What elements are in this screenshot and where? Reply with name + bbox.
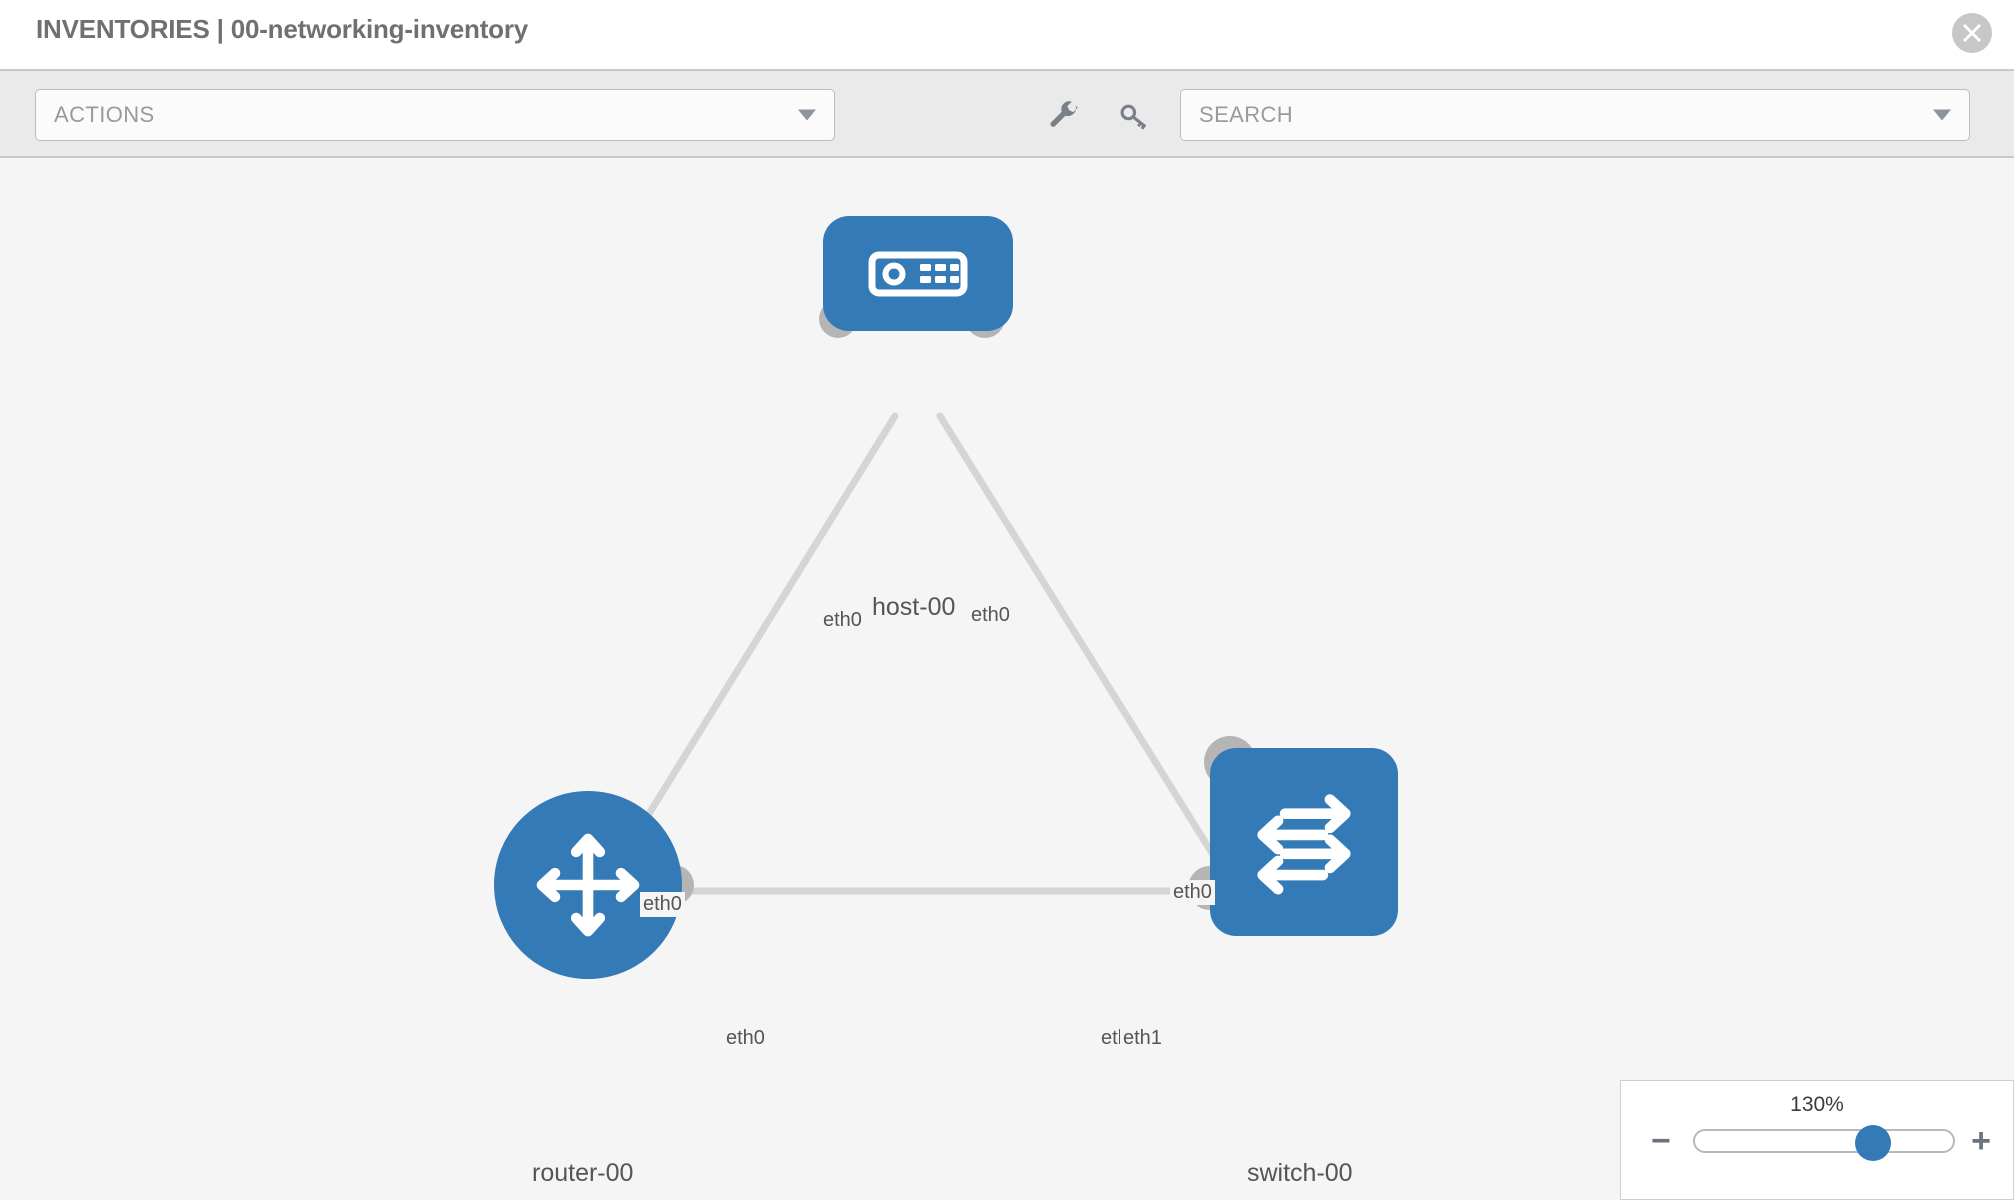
zoom-slider-thumb[interactable]	[1855, 1125, 1891, 1161]
edge-label-switch00-to-host: eth0	[1170, 880, 1215, 905]
zoom-level-value: 130%	[1790, 1093, 1844, 1116]
router-node-shape[interactable]	[494, 791, 682, 979]
topology-node-label-host-00: host-00	[868, 592, 960, 623]
topology-node-router-00[interactable]	[494, 791, 694, 979]
topology-node-host-00[interactable]	[819, 216, 1013, 338]
topology-canvas[interactable]: host-00 eth0 eth0 router-00 eth0 eth0	[0, 158, 2014, 1200]
topology-node-label-router-00: router-00	[528, 1158, 638, 1189]
host-node-shape[interactable]	[823, 216, 1013, 331]
topology-node-label-switch-00: switch-00	[1243, 1158, 1357, 1189]
edge-label-switch00-to-router: eth1	[1120, 1026, 1165, 1051]
close-icon[interactable]	[1952, 13, 1992, 53]
edge-label-router00-to-switch: eth0	[723, 1026, 768, 1051]
wrench-icon[interactable]	[1047, 99, 1081, 133]
chevron-down-icon	[798, 109, 816, 121]
zoom-slider[interactable]	[1693, 1125, 1955, 1161]
edge-label-host00-right: eth0	[968, 603, 1013, 628]
router-icon	[536, 833, 640, 937]
edge-label-host00-left: eth0	[820, 608, 865, 633]
plus-icon[interactable]: +	[1971, 1122, 1991, 1160]
topology-node-switch-00[interactable]	[1188, 736, 1398, 936]
edge-label-router00-to-host: eth0	[640, 892, 685, 917]
server-icon	[868, 251, 968, 296]
chevron-down-icon	[1933, 109, 1951, 121]
page-title: INVENTORIES | 00-networking-inventory	[36, 14, 529, 44]
actions-dropdown-label: ACTIONS	[54, 102, 155, 127]
switch-icon	[1257, 794, 1351, 895]
zoom-control-panel: 130% − +	[1620, 1080, 2014, 1200]
page-header: INVENTORIES | 00-networking-inventory	[0, 0, 2014, 69]
toolbar: ACTIONS SEARCH	[0, 69, 2014, 158]
key-icon[interactable]	[1117, 99, 1151, 133]
search-placeholder: SEARCH	[1199, 102, 1294, 127]
switch-node-shape[interactable]	[1210, 748, 1398, 936]
search-input[interactable]: SEARCH	[1180, 89, 1970, 141]
link-host00-switch00	[936, 412, 1244, 902]
actions-dropdown[interactable]: ACTIONS	[35, 89, 835, 141]
minus-icon[interactable]: −	[1651, 1122, 1671, 1160]
